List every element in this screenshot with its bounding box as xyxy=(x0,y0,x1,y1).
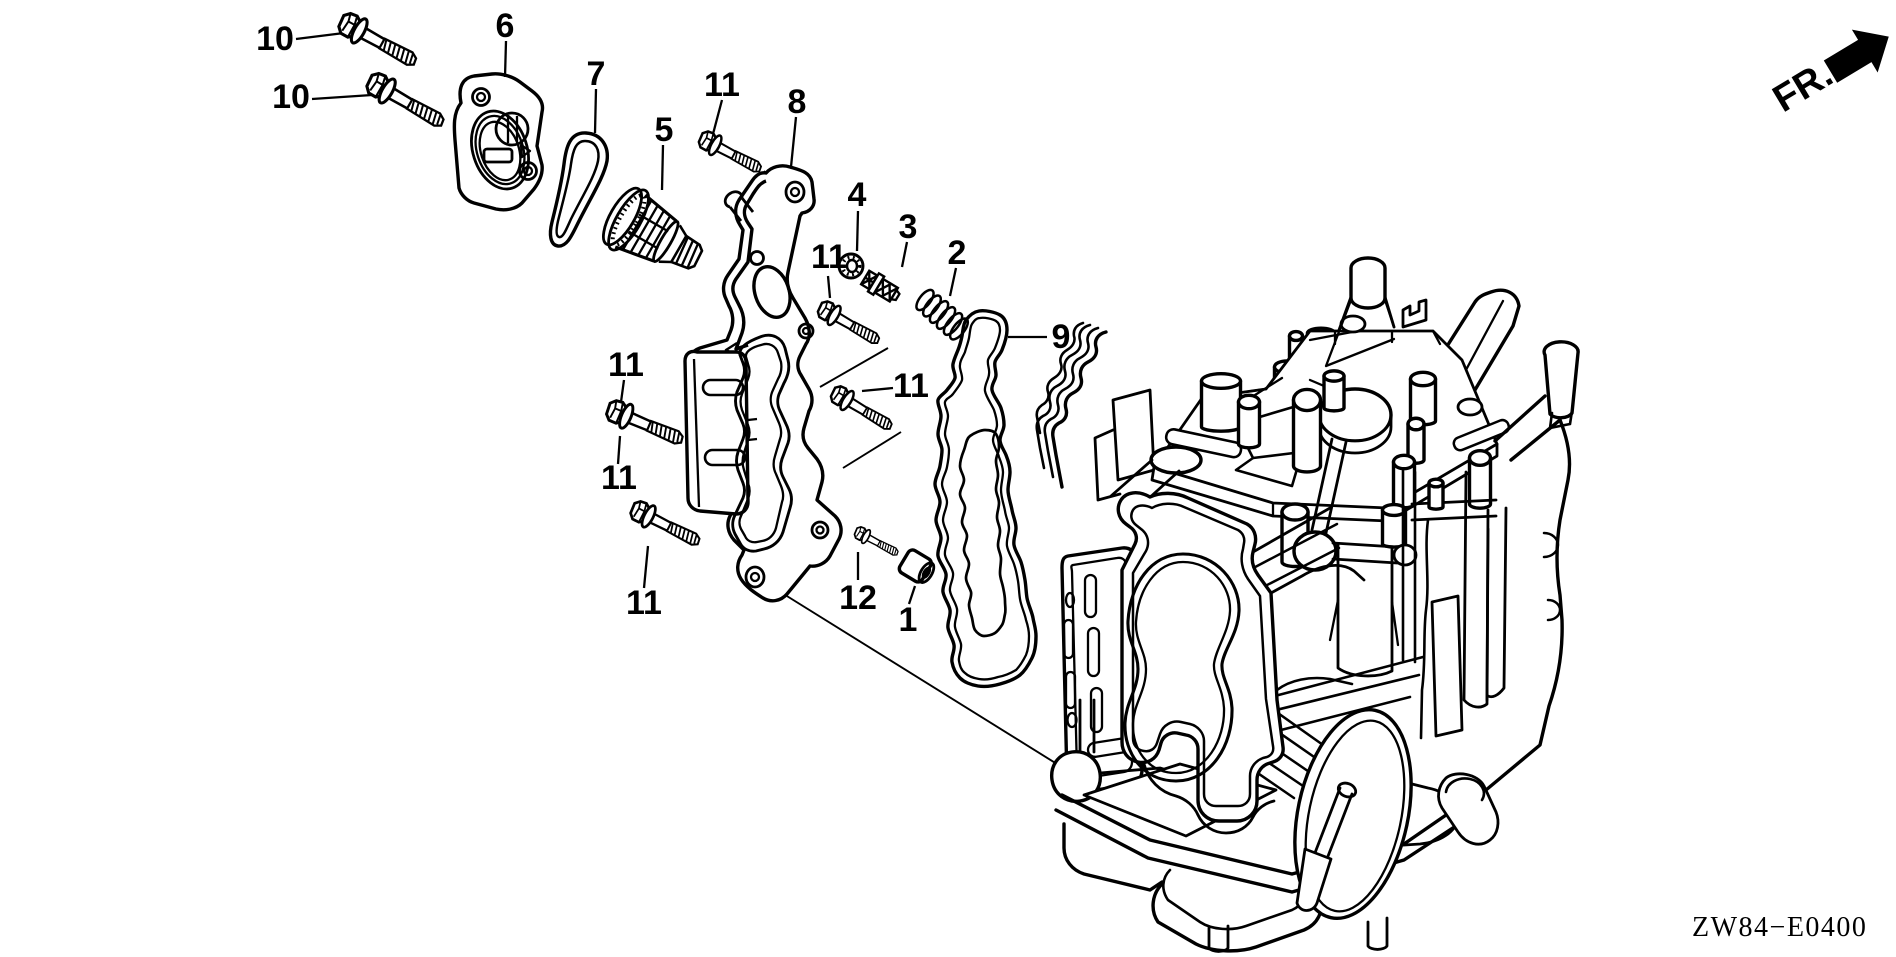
svg-text:11: 11 xyxy=(601,459,637,497)
svg-text:11: 11 xyxy=(608,346,644,384)
svg-text:7: 7 xyxy=(587,55,606,93)
svg-text:12: 12 xyxy=(839,579,877,617)
svg-text:6: 6 xyxy=(496,7,515,45)
svg-text:10: 10 xyxy=(256,20,294,58)
svg-text:ZW84−E0400: ZW84−E0400 xyxy=(1692,912,1867,943)
svg-text:11: 11 xyxy=(626,584,662,622)
svg-text:5: 5 xyxy=(655,111,674,149)
svg-text:11: 11 xyxy=(704,66,740,104)
svg-text:3: 3 xyxy=(899,208,918,246)
svg-text:2: 2 xyxy=(948,234,967,272)
svg-text:10: 10 xyxy=(272,78,310,116)
svg-text:4: 4 xyxy=(848,176,867,214)
svg-text:1: 1 xyxy=(899,601,918,639)
svg-text:11: 11 xyxy=(893,367,929,405)
svg-text:9: 9 xyxy=(1052,318,1071,356)
svg-text:8: 8 xyxy=(788,83,807,121)
